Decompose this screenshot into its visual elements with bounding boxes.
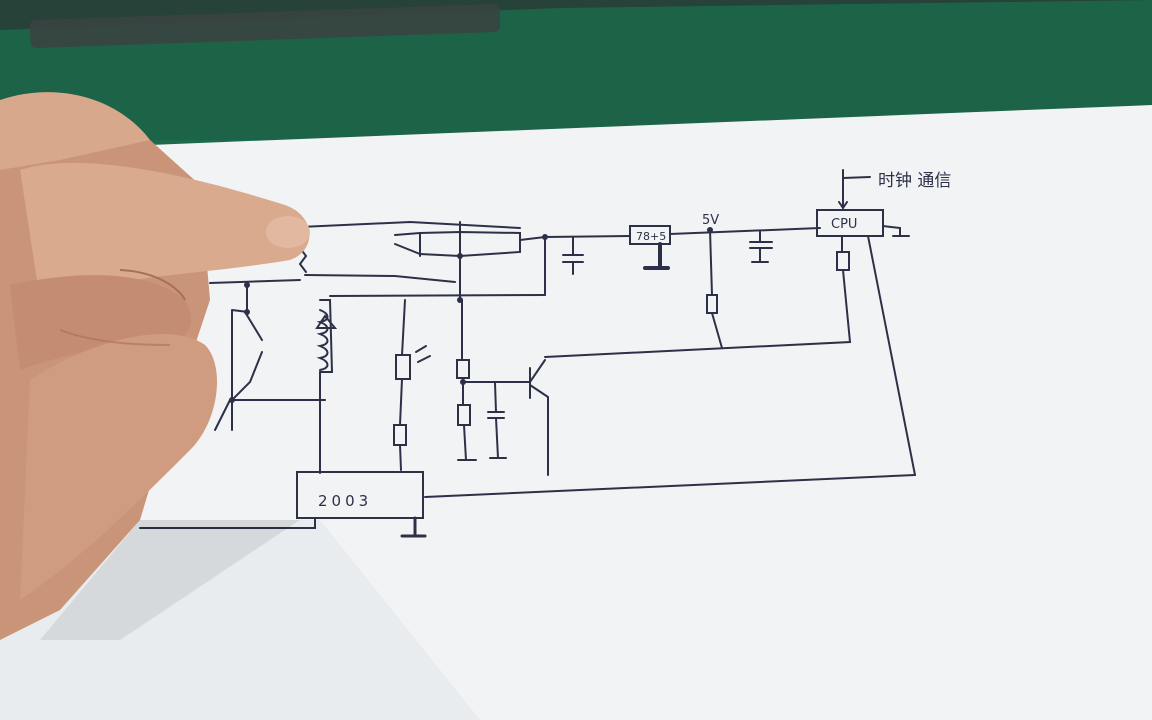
regulator-label: 78+5 <box>636 230 666 243</box>
hand <box>0 92 310 640</box>
paper-shade <box>0 520 480 720</box>
circuit-schematic <box>139 169 916 538</box>
top-object <box>29 4 501 48</box>
top-cable <box>0 0 1152 30</box>
cpu-label: CPU <box>831 217 857 232</box>
driver-chip-label: 2003 <box>318 492 372 510</box>
junction-dots <box>229 227 713 403</box>
voltage-label: 5V <box>702 213 719 228</box>
clock-label: 时钟 通信 <box>878 171 951 191</box>
